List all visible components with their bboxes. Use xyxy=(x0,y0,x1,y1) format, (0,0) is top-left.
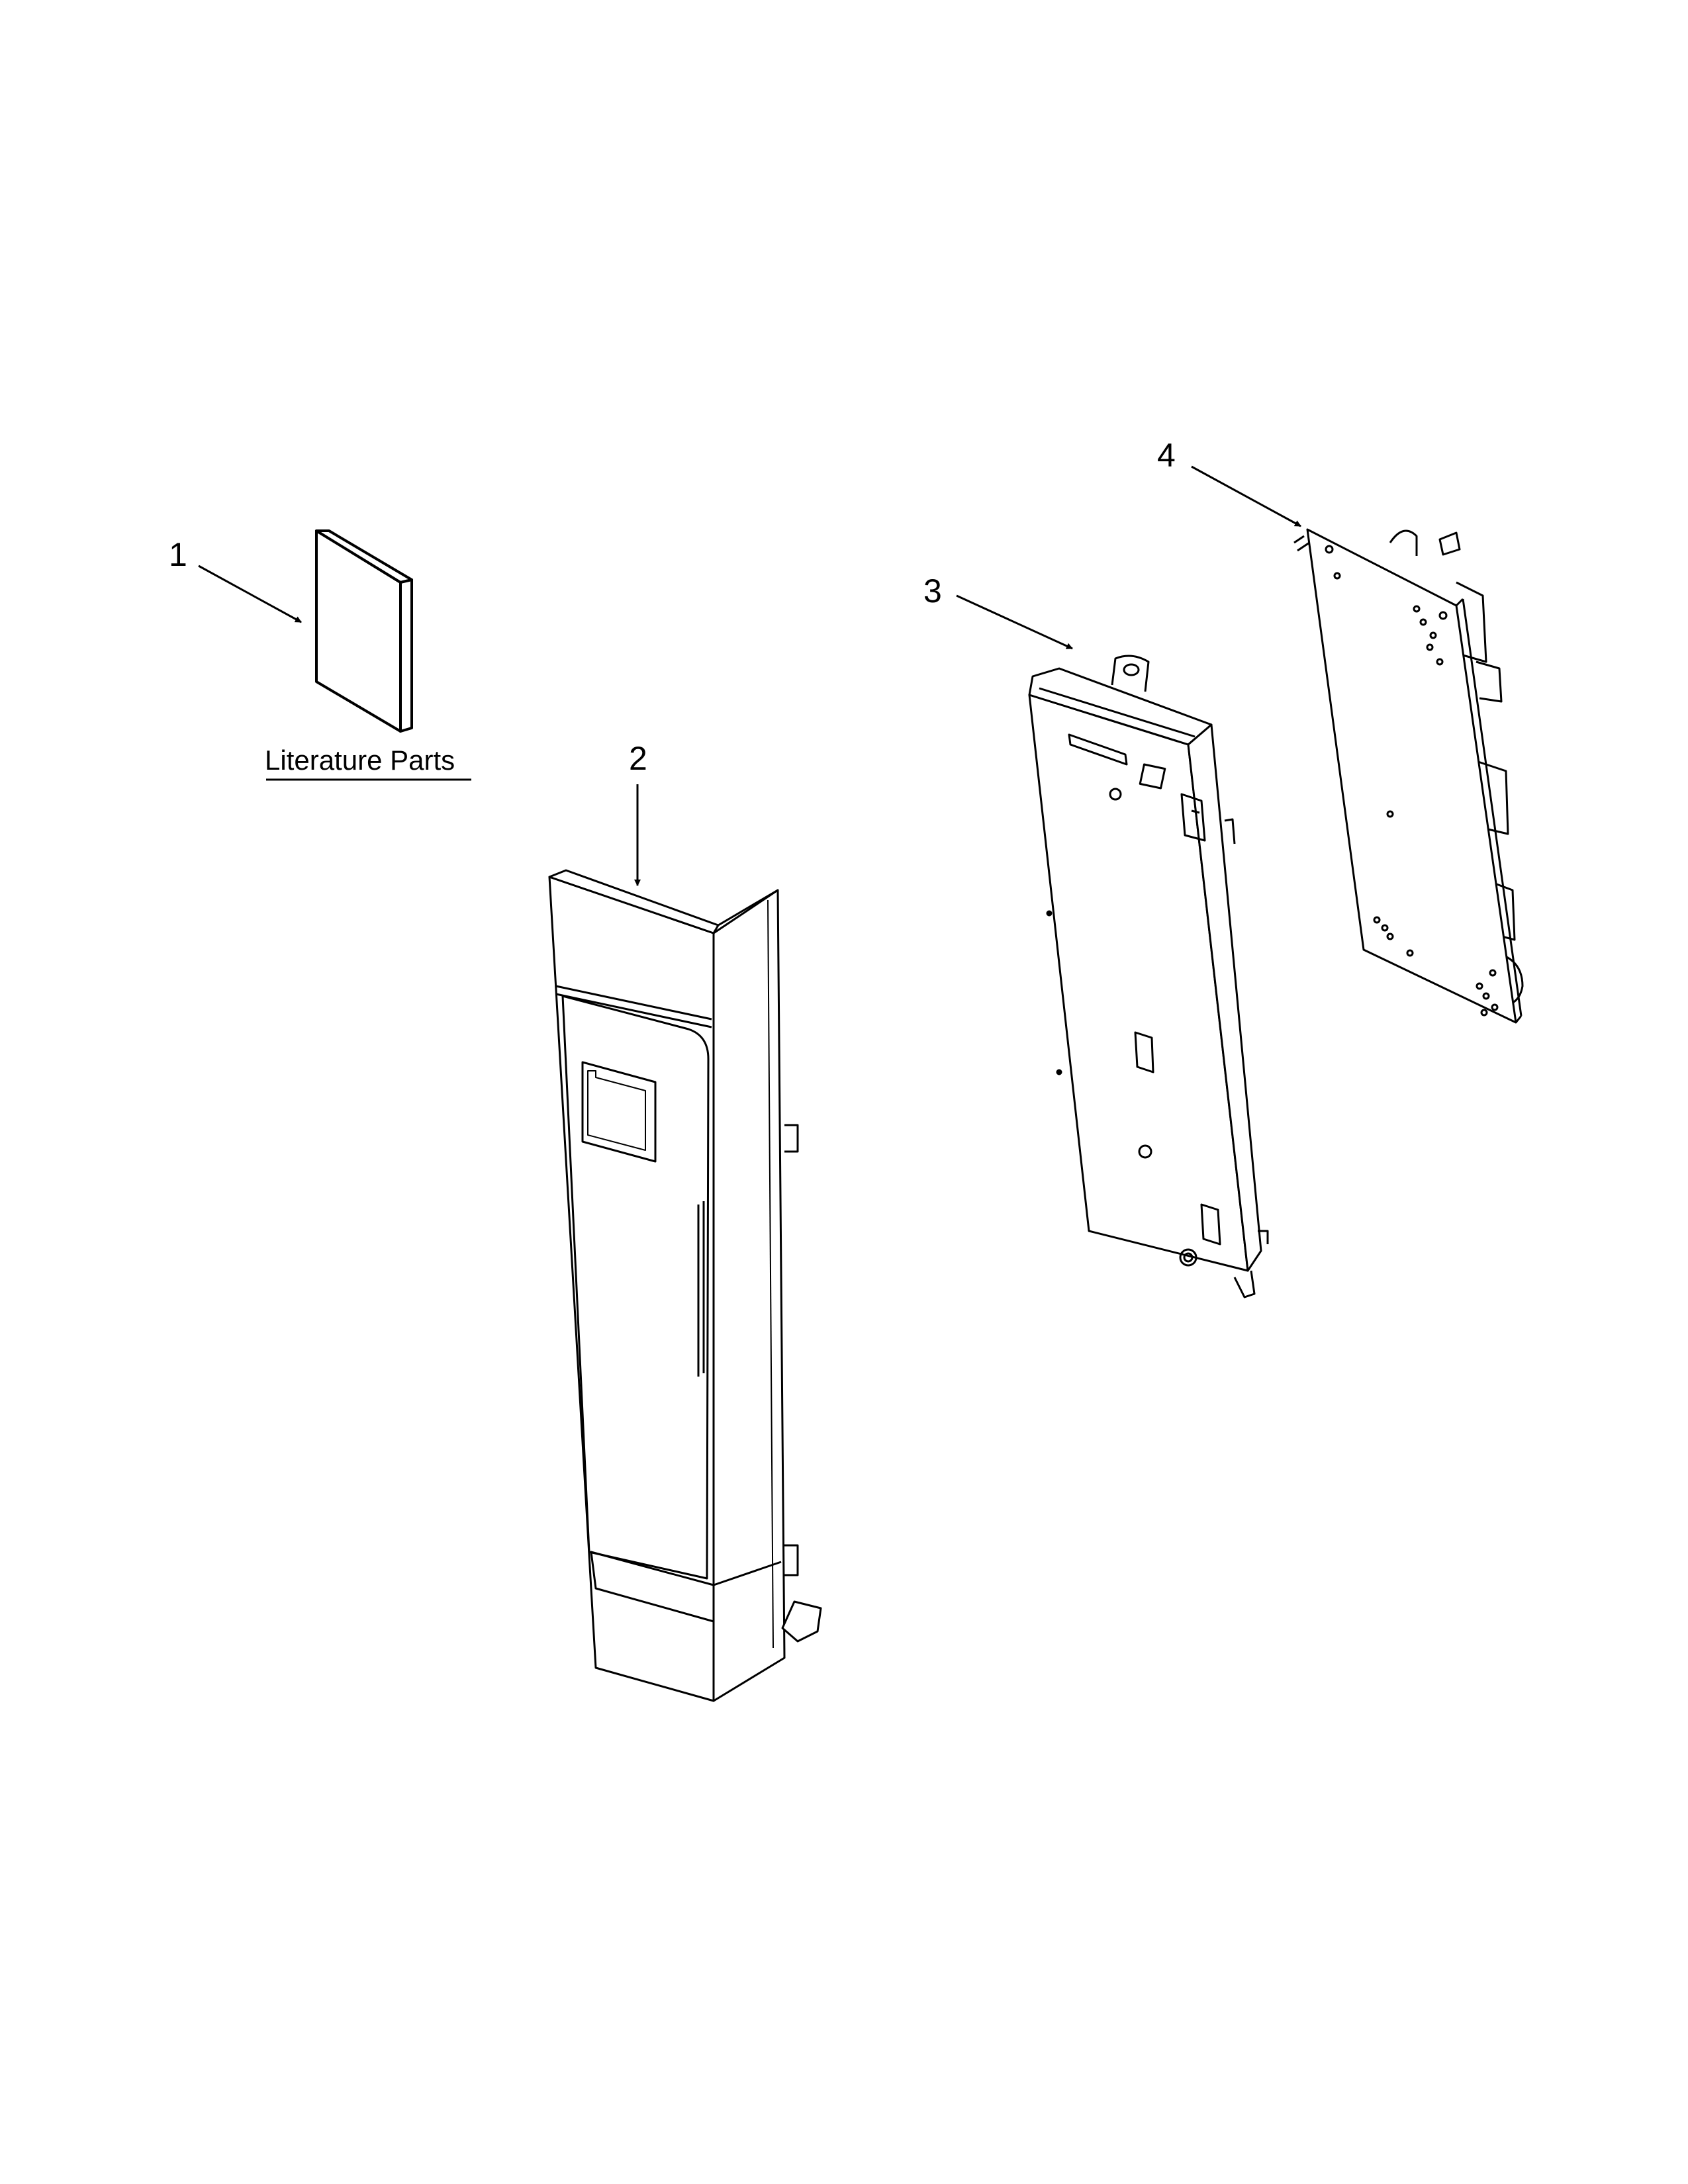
callout-4-leader xyxy=(1191,465,1301,527)
callout-3-label: 3 xyxy=(923,572,942,610)
control-mounting-bracket xyxy=(1029,656,1268,1297)
literature-parts-label: Literature Parts xyxy=(265,745,455,776)
callout-1-label: 1 xyxy=(169,536,187,573)
electronic-control-board xyxy=(1294,529,1523,1023)
callout-1-leader xyxy=(198,565,302,623)
callout-3-leader xyxy=(956,594,1073,650)
callout-2-label: 2 xyxy=(629,740,647,777)
control-panel-fascia xyxy=(549,870,821,1701)
literature-booklet xyxy=(316,531,412,731)
callout-4-label: 4 xyxy=(1157,437,1176,474)
